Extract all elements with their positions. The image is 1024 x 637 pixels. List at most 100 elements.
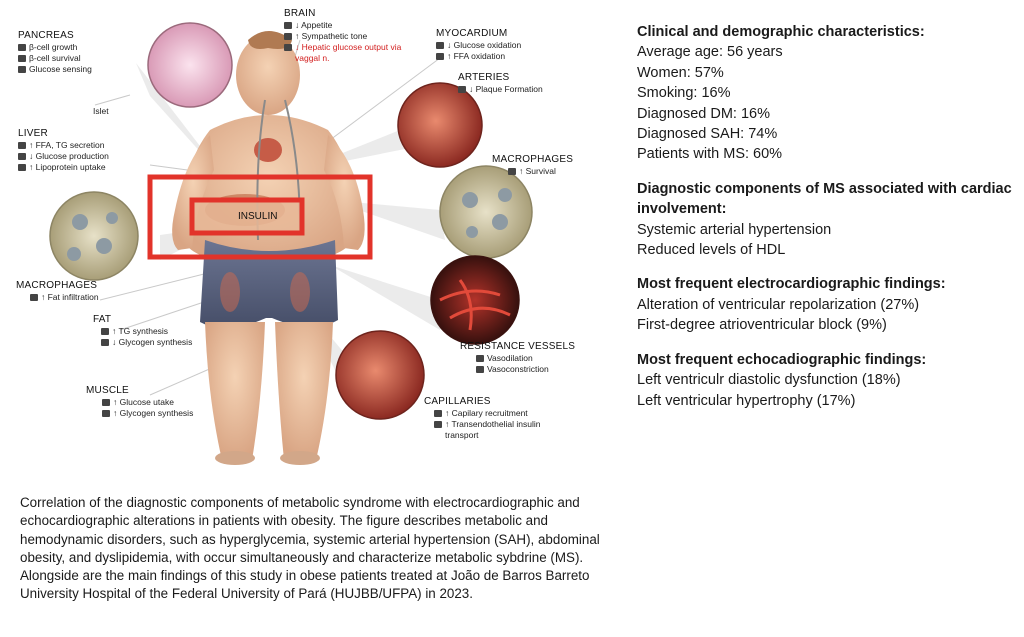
finding-item: First-degree atrioventricular block (9%)	[637, 317, 887, 334]
bullet-icon	[434, 410, 442, 417]
pancreas-item: Glucose sensing	[29, 64, 92, 74]
pancreas-item: β-cell survival	[29, 53, 81, 63]
macrophages-left-item: ↑ Fat infiltration	[41, 292, 99, 302]
liver-annotation: LIVER ↑ FFA, TG secretion ↓ Glucose prod…	[18, 128, 109, 173]
arteries-title: ARTERIES	[458, 72, 510, 83]
section-title: Most frequent electrocardiographic findi…	[637, 276, 946, 293]
bullet-icon	[102, 399, 110, 406]
liver-item: ↑ Lipoprotein uptake	[29, 162, 106, 172]
macrophages-right-title: MACROPHAGES	[492, 154, 574, 165]
echo-section: Most frequent echocadiographic findings:…	[637, 350, 1017, 411]
figure-caption: Correlation of the diagnostic components…	[20, 495, 600, 602]
fat-item: ↓ Glycogen synthesis	[112, 337, 193, 347]
bullet-icon	[30, 294, 38, 301]
islet-label: Islet	[93, 106, 109, 116]
pancreas-islet-circle	[147, 22, 233, 108]
capillaries-title: CAPILLARIES	[424, 396, 491, 407]
bullet-icon	[101, 328, 109, 335]
muscle-title: MUSCLE	[86, 385, 129, 396]
pancreas-annotation: PANCREAS β-cell growth β-cell survival G…	[18, 30, 92, 75]
bullet-icon	[476, 355, 484, 362]
finding-item: Average age: 56 years	[637, 44, 783, 61]
finding-item: Left ventricular hypertrophy (17%)	[637, 392, 856, 409]
pancreas-item: β-cell growth	[29, 42, 78, 52]
muscle-annotation: MUSCLE ↑ Glucose utake ↑ Glycogen synthe…	[86, 385, 193, 419]
bullet-icon	[284, 33, 292, 40]
bullet-icon	[18, 142, 26, 149]
bullet-icon	[101, 339, 109, 346]
finding-item: Diagnosed SAH: 74%	[637, 126, 778, 143]
myocardium-annotation: MYOCARDIUM ↓ Glucose oxidation ↑ FFA oxi…	[436, 28, 521, 62]
human-figure	[172, 31, 365, 465]
arteries-annotation: ARTERIES ↓ Plaque Formation	[458, 72, 543, 95]
diagnostic-components-section: Diagnostic components of MS associated w…	[637, 179, 1017, 261]
fat-title: FAT	[93, 314, 112, 325]
section-title: Clinical and demographic characteristics…	[637, 24, 925, 40]
arteries-item: ↓ Plaque Formation	[469, 84, 543, 94]
bullet-icon	[18, 153, 26, 160]
finding-item: Diagnosed DM: 16%	[637, 105, 770, 122]
macrophages-right-annotation: MACROPHAGES ↑ Survival	[492, 154, 573, 177]
resistance-vessels-item: Vasodilation	[487, 353, 533, 363]
pancreas-title: PANCREAS	[18, 30, 74, 41]
capillaries-item: ↑ Capilary recruitment	[445, 408, 528, 418]
finding-item: Left ventriculr diastolic dysfunction (1…	[637, 372, 901, 389]
metabolic-syndrome-figure: INSULIN PANCREAS β-cell growth β-cell su…	[0, 0, 620, 470]
bullet-icon	[436, 53, 444, 60]
arteries-circle	[397, 82, 483, 168]
insulin-label: INSULIN	[238, 211, 278, 222]
clinical-section: Clinical and demographic characteristics…	[637, 22, 1017, 165]
resistance-vessels-annotation: RESISTANCE VESSELS Vasodilation Vasocons…	[460, 341, 575, 375]
bullet-icon	[102, 410, 110, 417]
bullet-icon	[436, 42, 444, 49]
finding-item: Smoking: 16%	[637, 85, 731, 102]
macrophage-left-circle	[49, 191, 139, 281]
brain-item-highlight: ↓ Hepatic glucose output via vaggal n.	[295, 42, 402, 63]
capillaries-item: transport	[445, 430, 479, 440]
body-illustration	[49, 22, 533, 465]
bullet-icon	[18, 66, 26, 73]
brain-annotation: BRAIN ↓ Appetite ↑ Sympathetic tone ↓ He…	[284, 8, 415, 64]
myocardium-item: ↓ Glucose oxidation	[447, 40, 522, 50]
bullet-icon	[508, 168, 516, 175]
fat-item: ↑ TG synthesis	[112, 326, 169, 336]
bullet-icon	[18, 164, 26, 171]
capillaries-annotation: CAPILLARIES ↑ Capilary recruitment ↑ Tra…	[424, 396, 540, 441]
macrophages-left-title: MACROPHAGES	[16, 280, 98, 291]
capillaries-circle	[335, 330, 425, 420]
liver-item: ↑ FFA, TG secretion	[29, 140, 105, 150]
muscle-item: ↑ Glucose utake	[113, 397, 174, 407]
brain-item: ↑ Sympathetic tone	[295, 31, 368, 41]
section-title: Diagnostic components of MS associated w…	[637, 180, 1012, 218]
insulin-inner-box	[189, 197, 305, 236]
brain-item: ↓ Appetite	[295, 20, 333, 30]
findings-panel: Clinical and demographic characteristics…	[637, 22, 1017, 425]
myocardium-title: MYOCARDIUM	[436, 28, 508, 39]
finding-item: Patients with MS: 60%	[637, 146, 783, 163]
resistance-vessels-title: RESISTANCE VESSELS	[460, 341, 576, 352]
liver-item: ↓ Glucose production	[29, 151, 109, 161]
muscle-item: ↑ Glycogen synthesis	[113, 408, 194, 418]
resistance-vessels-item: Vasoconstriction	[487, 364, 549, 374]
bullet-icon	[476, 366, 484, 373]
finding-item: Reduced levels of HDL	[637, 242, 786, 259]
bullet-icon	[284, 22, 292, 29]
section-title: Most frequent echocadiographic findings:	[637, 351, 927, 368]
finding-item: Alteration of ventricular repolarization…	[637, 296, 920, 313]
liver-title: LIVER	[18, 128, 48, 139]
finding-item: Systemic arterial hypertension	[637, 221, 832, 238]
capillaries-item: ↑ Transendothelial insulin	[445, 419, 541, 429]
bullet-icon	[284, 44, 292, 51]
bullet-icon	[18, 55, 26, 62]
resistance-vessels-circle	[430, 255, 520, 345]
finding-item: Women: 57%	[637, 64, 724, 81]
macrophage-right-circle	[439, 165, 533, 259]
myocardium-item: ↑ FFA oxidation	[447, 51, 506, 61]
macrophages-left-annotation: MACROPHAGES ↑ Fat infiltration	[16, 280, 99, 303]
ecg-section: Most frequent electrocardiographic findi…	[637, 274, 1017, 335]
bullet-icon	[458, 86, 466, 93]
bullet-icon	[18, 44, 26, 51]
brain-title: BRAIN	[284, 8, 316, 19]
bullet-icon	[434, 421, 442, 428]
fat-annotation: FAT ↑ TG synthesis ↓ Glycogen synthesis	[93, 314, 192, 348]
